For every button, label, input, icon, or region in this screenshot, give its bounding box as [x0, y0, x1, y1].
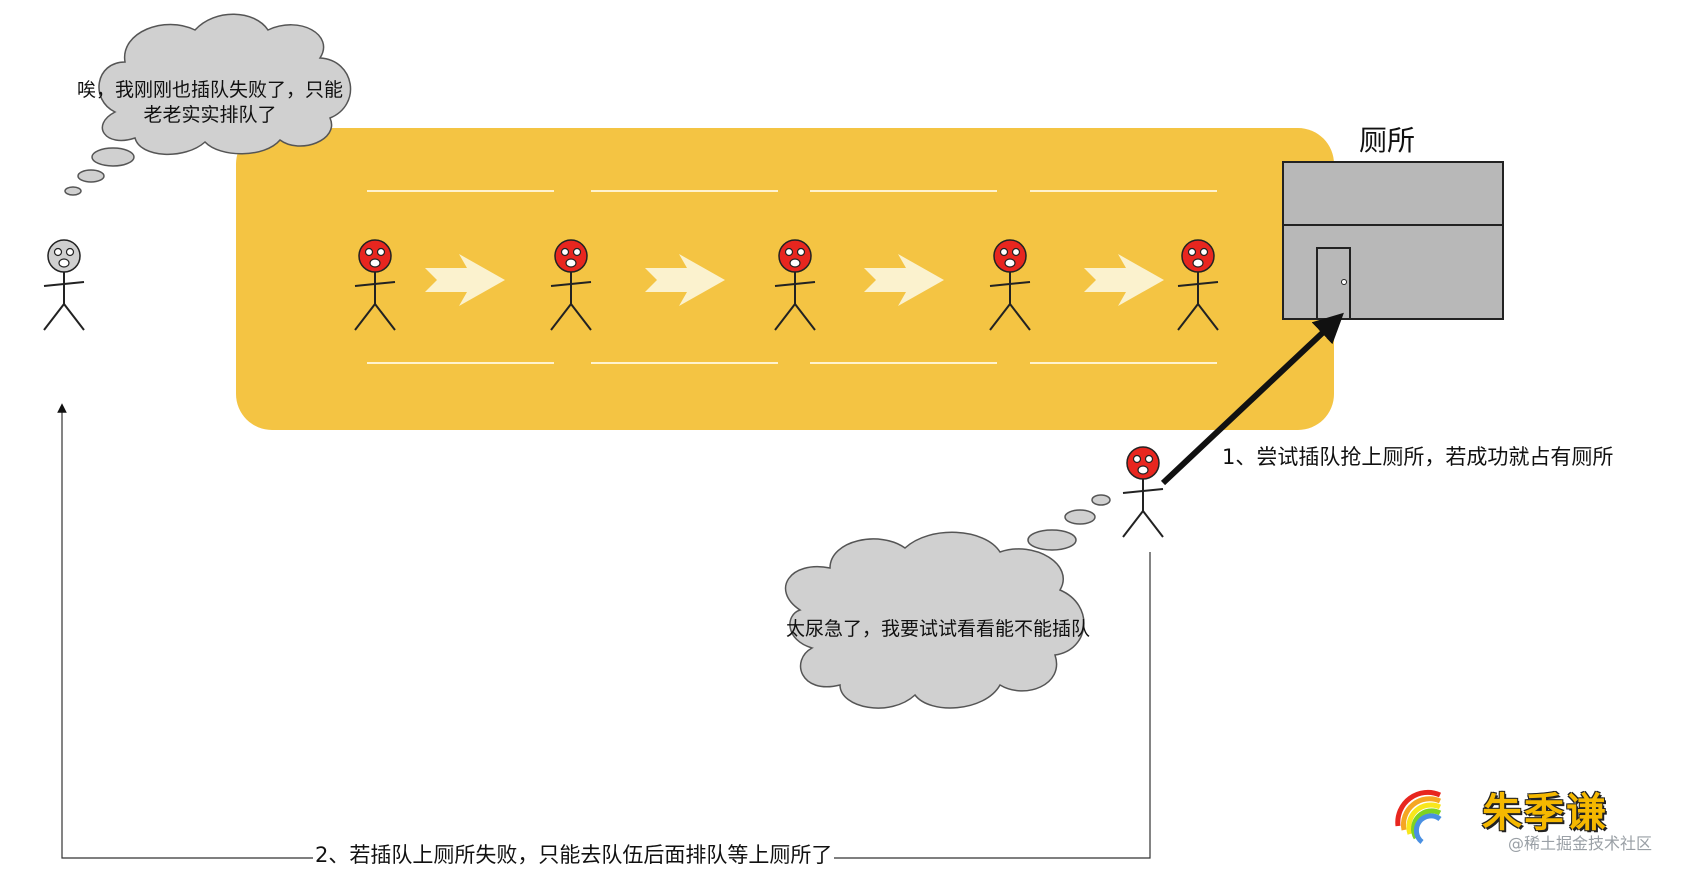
thought-cloud-cutter	[784, 494, 1111, 709]
toilet-building	[1282, 161, 1504, 320]
queue-band	[236, 128, 1334, 430]
step-1-label: 1、尝试插队抢上厕所，若成功就占有厕所	[1222, 445, 1614, 469]
rainbow-icon	[1395, 789, 1442, 844]
watermark-author: 朱季谦	[1482, 790, 1608, 836]
lane-lines	[367, 190, 1217, 364]
step-2-label: 2、若插队上厕所失败，只能去队伍后面排队等上厕所了	[313, 842, 835, 868]
toilet-title: 厕所	[1359, 124, 1416, 157]
cut-in-arrow	[1160, 312, 1344, 486]
watermark-platform: @稀土掘金技术社区	[1508, 834, 1653, 853]
cutter-thought: 太尿急了，我要试试看看能不能插队	[785, 618, 1090, 640]
cutter-person	[1122, 446, 1164, 538]
thought-cloud-left	[64, 13, 352, 196]
waiting-person	[43, 239, 85, 331]
left-person-thought: 唉，我刚刚也插队失败了，只能老老实实排队了	[76, 79, 343, 126]
